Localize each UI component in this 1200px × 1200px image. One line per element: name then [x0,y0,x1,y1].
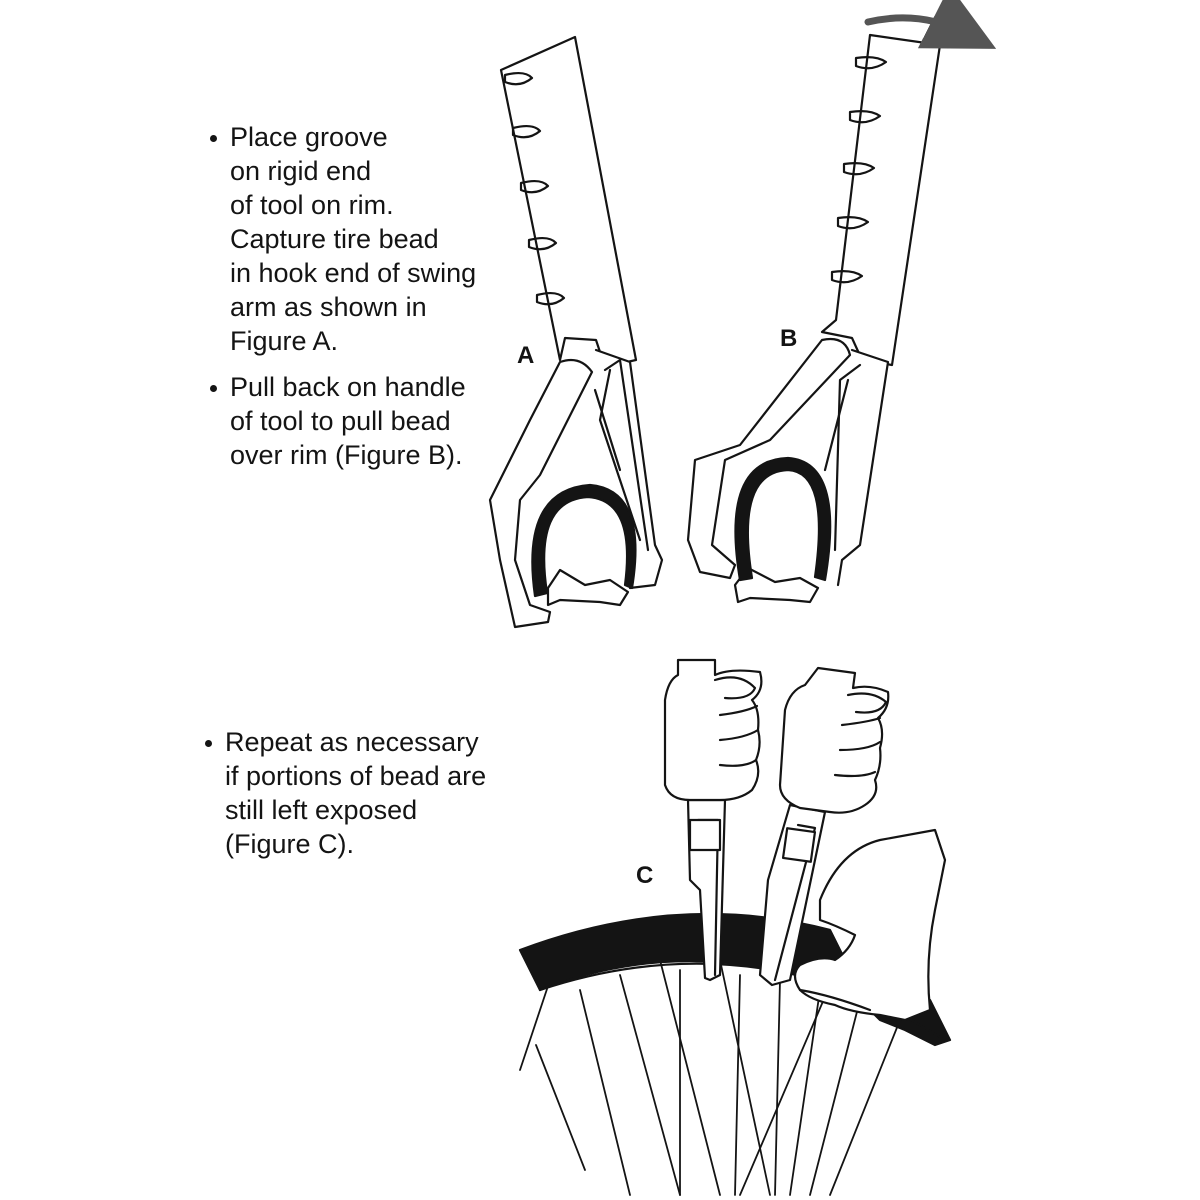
tool-handle-b [820,33,942,367]
bullet-item-repeat: Repeat as necessary if portions of bead … [205,725,486,861]
swing-arm-a [488,358,594,629]
text-line: still left exposed [225,795,418,825]
text-line: on rigid end [230,156,372,186]
wheel-spokes [519,959,901,1196]
bullet-item-pull-back: Pull back on handle of tool to pull bead… [210,370,476,472]
text-line: if portions of bead are [225,761,487,791]
rim-b [733,566,820,604]
text-line: over rim (Figure B). [230,440,463,470]
text-line: Repeat as necessary [225,727,479,757]
tool-handle-a [499,35,638,369]
grip-ridges-a [503,71,566,306]
figure-a-illustration [488,35,664,629]
bullet-icon [210,135,217,142]
text-line: (Figure C). [225,829,355,859]
bullet-icon [210,385,217,392]
rim-a [546,568,630,607]
swing-arm-b [686,337,852,580]
bullet-item-place-groove: Place groove on rigid end of tool on rim… [210,120,476,358]
fist-right [778,666,890,814]
instructions-top: Place groove on rigid end of tool on rim… [210,120,476,472]
grip-ridges-b [830,56,888,284]
tire-bead-b [734,456,832,582]
figure-label-b: B [780,325,798,352]
text-line: arm as shown in [230,292,427,322]
rotation-arrow-icon [864,0,997,49]
text-line: Place groove [230,122,388,152]
text-line: Capture tire bead [230,224,439,254]
bullet-icon [205,740,212,747]
text-line: in hook end of swing [230,258,477,288]
text-line: of tool on rim. [230,190,394,220]
tool-body-b [836,348,890,587]
text-line: Figure A. [230,326,339,356]
figure-c-illustration [518,658,952,1196]
figure-label-c: C [636,862,654,889]
instructions-bottom: Repeat as necessary if portions of bead … [205,725,486,861]
text-line: of tool to pull bead [230,406,451,436]
text-line: Pull back on handle [230,372,466,402]
tire-bead-a [531,483,637,598]
figure-b-illustration [686,0,997,604]
bracing-hand [793,828,947,1022]
figure-label-a: A [517,342,535,369]
